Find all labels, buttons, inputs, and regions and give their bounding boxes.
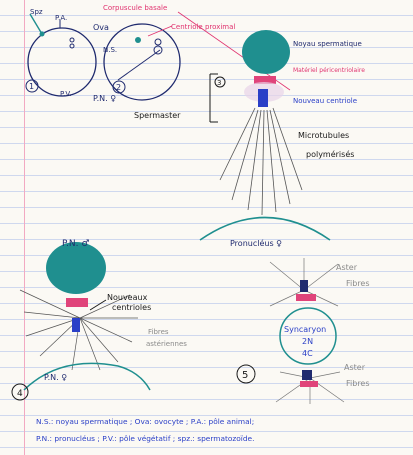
stage-5 [269,258,345,404]
label-corpuscule-basale: Corpuscule basale [103,4,167,12]
label-noyau-spermatique: Noyau spermatique [293,40,362,48]
label-syncaryon-2: 2N [302,337,313,346]
stage-1-egg [27,13,97,97]
label-spermaster: Spermaster [134,111,181,120]
label-aster-top: Aster [336,263,358,272]
label-fibres-top: Fibres [346,279,370,288]
label-centriole-proximal: Centriole proximal [171,23,235,31]
stage-1-marker [25,79,39,93]
stage-4 [19,242,151,391]
stage-2-marker [112,80,126,94]
label-pn-female-bottom: P.N. ♀ [44,373,67,382]
stage-3-marker [214,76,226,88]
label-microtubules-2: polymérisés [306,149,354,159]
legend-line-1: N.S.: noyau spermatique ; Ova: ovocyte ;… [36,417,254,426]
label-spz: Spz [30,8,43,16]
label-ns: N.S. [103,46,117,54]
stage-4-number: 4 [17,389,23,399]
stage-1-number: 1 [29,82,34,91]
stage-3-number: 3 [217,79,221,87]
label-pn-male: P.N. ♂ [62,239,89,249]
label-microtubules-1: Microtubules [298,131,349,140]
label-pronucleus-female: Pronucléus ♀ [230,238,282,248]
stage-4-marker [11,383,29,401]
label-nouveau-centriole: Nouveau centriole [293,97,357,105]
label-pa: P.A. [55,14,67,22]
label-syncaryon-3: 4C [302,349,313,358]
stage-3-spermaster [199,30,331,241]
stage-2-egg [103,23,181,101]
stage-5-number: 5 [242,370,248,381]
label-nouveaux-centrioles-2: centrioles [112,303,151,312]
stage-2-number: 2 [116,83,121,92]
label-fibres-bottom: Fibres [346,379,370,388]
stage-5-marker [236,364,256,384]
label-materiel-pericentriolaire: Matériel péricentriolaire [293,67,365,74]
label-syncaryon-1: Syncaryon [284,325,326,334]
label-ova: Ova [93,23,109,32]
label-nouveaux-centrioles-1: Nouveaux [107,293,148,302]
label-aster-bottom: Aster [344,363,366,372]
label-fibres-4-2: astériennes [146,340,187,348]
label-fibres-4-1: Fibres [148,328,169,336]
label-pn-female: P.N. ♀ [93,94,116,103]
label-pv: P.V. [60,90,71,98]
legend-line-2: P.N.: pronucléus ; P.V.: pôle végétatif … [36,434,254,443]
